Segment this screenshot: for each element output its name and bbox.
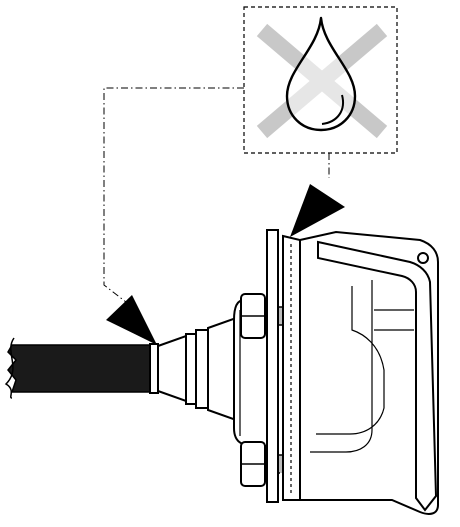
socket-body-outline — [299, 230, 439, 515]
water-drop-highlight — [321, 94, 344, 125]
arrow-cable-entry-icon — [106, 295, 157, 345]
leader-line-cable-entry — [103, 87, 244, 303]
cable-cut-end — [4, 337, 15, 399]
panel-plate — [266, 229, 279, 503]
gland-ring-1 — [185, 333, 197, 405]
socket-housing — [282, 230, 439, 515]
socket-inner-contour-2 — [316, 286, 385, 435]
socket-housing-gasket — [282, 234, 301, 501]
mounting-panel — [266, 229, 279, 503]
cable — [4, 337, 151, 399]
water-drop-crossed-out-icon — [256, 16, 388, 139]
cable-body — [7, 344, 151, 393]
gland-collar — [149, 343, 159, 394]
no-water-callout — [243, 6, 398, 154]
gland-ring-2 — [195, 329, 209, 409]
gland-cone — [157, 334, 187, 403]
arrow-housing-seal-icon — [290, 184, 345, 237]
bolt-bottom-nut — [240, 441, 266, 487]
socket-lid — [317, 240, 438, 512]
socket-inner-contour-1 — [310, 280, 373, 453]
cable-gland — [149, 316, 237, 422]
water-drop-icon — [285, 16, 357, 132]
hinge-pin — [417, 252, 429, 264]
leader-lines — [103, 87, 330, 303]
bolt-top-nut — [240, 293, 266, 339]
gland-base — [207, 316, 237, 422]
